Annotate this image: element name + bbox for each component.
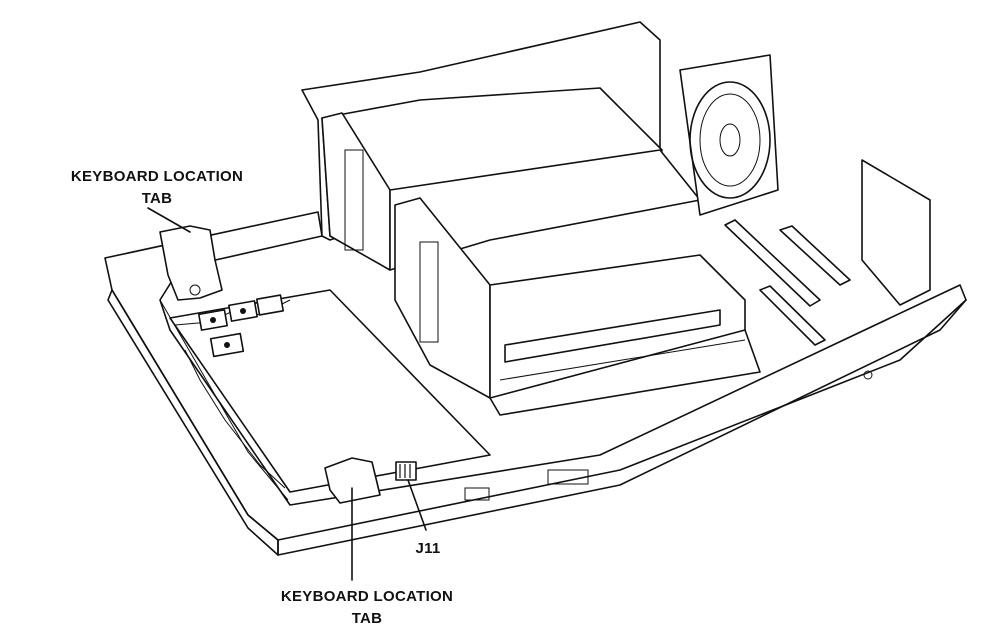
- label-line-1: KEYBOARD LOCATION: [280, 588, 454, 605]
- leader-line-top-left: [147, 207, 191, 233]
- keyboard-location-tab-left: [159, 225, 223, 301]
- keyboard-location-tab-label-bottom: KEYBOARD LOCATION TAB: [262, 586, 472, 630]
- expansion-slots: [724, 219, 851, 346]
- keyboard-location-tab-bottom: [324, 457, 381, 504]
- leader-line-j11: [407, 479, 427, 531]
- label-line-2: TAB: [141, 190, 173, 207]
- keyboard-location-tab-label-top: KEYBOARD LOCATION TAB: [52, 166, 262, 210]
- drive-assembly: [301, 21, 761, 416]
- cooling-fan: [679, 54, 779, 216]
- rear-panel: [861, 159, 931, 306]
- front-grille: [464, 469, 589, 501]
- voltage-regulators: [198, 294, 285, 358]
- j11-connector: [395, 461, 417, 481]
- j11-label: J11: [415, 540, 441, 557]
- label-line-2: TAB: [351, 610, 383, 627]
- label-line-1: KEYBOARD LOCATION: [70, 168, 244, 185]
